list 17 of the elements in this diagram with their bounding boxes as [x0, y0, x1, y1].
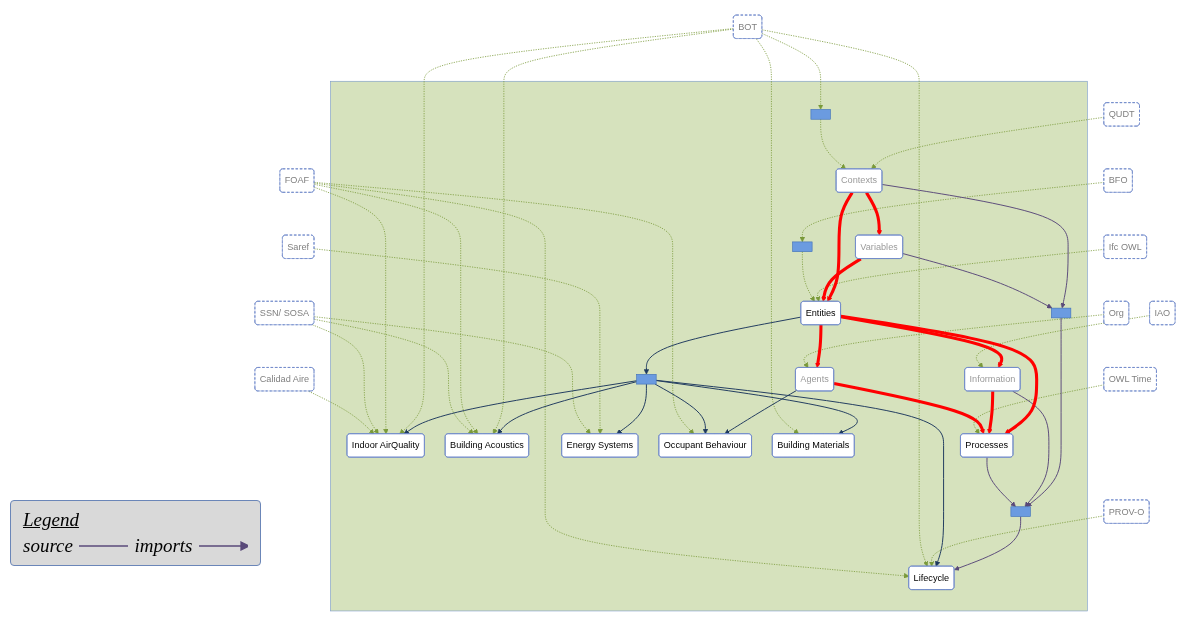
legend-text: imports — [134, 535, 193, 557]
node-bar — [636, 374, 657, 385]
arrow — [987, 391, 995, 435]
legend-text: source — [23, 535, 73, 557]
node-bar — [810, 109, 831, 120]
arrow — [865, 191, 882, 236]
arrow — [840, 315, 1004, 368]
node-bar — [792, 241, 813, 252]
legend-title: Legend — [23, 509, 79, 531]
arrow — [833, 381, 985, 435]
arrow — [821, 257, 862, 302]
arrow — [827, 191, 854, 302]
arrow — [815, 325, 823, 368]
node-bar — [1051, 307, 1072, 319]
cluster — [330, 80, 1088, 612]
node-bar — [1010, 506, 1031, 517]
arrow — [840, 314, 1039, 435]
